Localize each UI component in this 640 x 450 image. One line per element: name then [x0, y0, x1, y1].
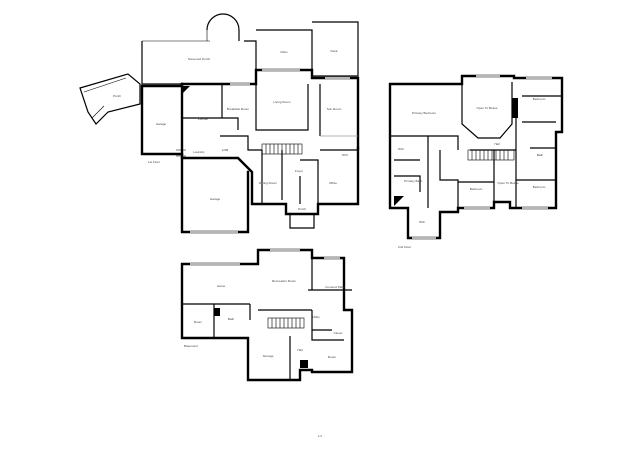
upper-floor-plan	[388, 74, 564, 240]
label-upper-wic: WIC	[419, 220, 426, 224]
label-upper-bath: Bath	[537, 153, 544, 157]
label-garage-small: Garage	[156, 122, 167, 126]
label-kitchen: Kitchen	[198, 117, 209, 121]
label-half-bath: 1/2B	[222, 148, 228, 152]
label-foyer: Foyer	[295, 169, 303, 173]
label-open-to-below-1: Open To Below	[477, 106, 499, 110]
main-stairs	[261, 143, 303, 155]
caption-basement: Basement	[184, 344, 198, 348]
label-upper-wic-small: WIC	[398, 147, 405, 151]
page-marker: 1/1	[318, 434, 323, 438]
label-recreation-room: Recreation Room	[272, 279, 296, 283]
label-sun-room: Sun Room	[327, 107, 342, 111]
label-living-room: Living Room	[273, 100, 291, 104]
label-primary-bedroom: Primary Bedroom	[412, 111, 436, 115]
label-screened-porch: Screened Porch	[188, 57, 210, 61]
basement-stairs	[267, 317, 305, 329]
label-deck: Deck	[330, 49, 338, 53]
label-basement-room: Room	[194, 320, 203, 324]
label-covered-patio: Covered Patio	[325, 285, 345, 289]
label-basement-hall: Hall	[297, 348, 303, 352]
basement-plan	[180, 248, 354, 382]
label-dining-room: Dining Room	[259, 181, 277, 185]
label-basement-bath: Bath	[228, 317, 235, 321]
label-office: Office	[329, 181, 337, 185]
label-bedroom-2: Bedroom	[470, 187, 483, 191]
main-floor-plan	[79, 13, 360, 234]
label-basement-closet: Closet	[334, 331, 343, 335]
label-basement-storage: Storage	[263, 354, 274, 358]
caption-main-floor: 1st Floor	[148, 160, 160, 164]
label-porch: Porch	[298, 207, 306, 211]
label-bedroom-3: Bedroom	[533, 185, 546, 189]
caption-upper-floor: 2nd Floor	[398, 245, 411, 249]
label-upper-hall: Hall	[494, 142, 500, 146]
label-game: Game	[217, 284, 226, 288]
upper-stairs	[467, 149, 515, 161]
label-basement-utility: Utility	[312, 315, 320, 319]
label-primary-bath: Primary Bath	[404, 179, 422, 183]
label-patio: Patio	[280, 50, 287, 54]
label-open-to-below-2: Open To Below	[498, 181, 520, 185]
label-main-wic: W/C	[342, 153, 349, 157]
label-garage-large: Garage	[210, 197, 221, 201]
label-porch-left: Porch	[113, 94, 121, 98]
label-basement-room2: Room	[328, 355, 337, 359]
label-breakfast-room: Breakfast Room	[227, 107, 250, 111]
label-bedroom-1: Bedroom	[533, 97, 546, 101]
label-laundry: Laundry	[193, 150, 205, 154]
